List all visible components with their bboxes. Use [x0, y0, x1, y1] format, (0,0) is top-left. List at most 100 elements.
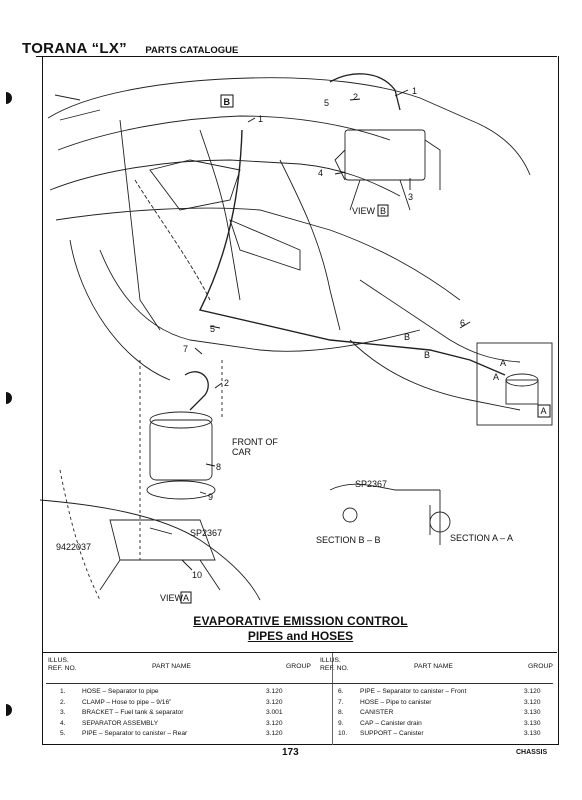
title-line-2: PIPES and HOSES — [247, 629, 354, 643]
marker-b-1: B — [404, 332, 410, 342]
part-ref-no: 3. — [60, 709, 66, 716]
col-header-illus: ILLUS. REF. NO. — [48, 657, 77, 672]
parts-table: ILLUS. REF. NO. PART NAME GROUP ILLUS. R… — [42, 652, 557, 745]
body-sill-line — [57, 115, 391, 151]
part-group: 3.130 — [524, 709, 541, 716]
body-rear-panel — [349, 339, 521, 411]
callout-3: 3 — [408, 192, 413, 202]
part-9422037: 9422037 — [56, 542, 91, 552]
separator-hose — [329, 73, 401, 111]
body-rear-floor — [359, 279, 521, 363]
part-name: CLAMP – Hose to pipe – 9/16” — [82, 698, 172, 706]
body-pillar — [119, 119, 161, 331]
part-name: CANISTER — [360, 709, 394, 716]
floor-panel-detail — [229, 219, 301, 271]
part-ref-no: 2. — [60, 698, 66, 706]
page-header: TORANA “LX” PARTS CATALOGUE — [22, 40, 238, 58]
col-header-group-right: GROUP — [528, 663, 553, 670]
part-ref-no: 5. — [60, 730, 66, 737]
callout-6: 6 — [460, 318, 465, 328]
col-header-part-name: PART NAME — [152, 663, 191, 670]
canister-body — [149, 419, 213, 481]
marker-a-1: A — [500, 358, 506, 368]
separator-assembly — [344, 129, 426, 181]
callout-5: 5 — [324, 98, 329, 108]
col-header-illus-right: ILLUS. REF. NO. — [320, 657, 349, 672]
separator-bracket — [334, 139, 441, 190]
part-group: 3.001 — [266, 709, 283, 716]
part-name: SEPARATOR ASSEMBLY — [82, 719, 159, 727]
part-group: 3.130 — [524, 719, 541, 727]
body-side-rail — [279, 159, 341, 331]
view-a-ref: A — [183, 593, 189, 603]
body-tunnel — [99, 249, 421, 352]
callout-5b: 5 — [210, 324, 215, 334]
body-floor-pan — [55, 207, 461, 301]
part-ref-no: 4. — [60, 719, 66, 727]
part-group: 3.120 — [266, 719, 283, 727]
part-group: 3.120 — [524, 698, 541, 706]
part-ref-no: 6. — [338, 688, 344, 695]
view-a-inset — [476, 342, 553, 426]
table-divider — [332, 653, 333, 745]
page-frame — [42, 56, 559, 745]
part-ref-no: 8. — [338, 709, 344, 716]
part-name: SUPPORT – Canister — [360, 730, 424, 737]
part-group: 3.120 — [524, 688, 541, 695]
view-b-box-label: B — [224, 97, 231, 107]
part-name: CAP – Canister drain — [360, 719, 422, 727]
col-header-group: GROUP — [286, 663, 311, 670]
leader-lines — [149, 89, 471, 571]
part-name: PIPE – Separator to canister – Front — [360, 688, 467, 695]
binder-mark — [6, 392, 12, 404]
page-number: 173 — [282, 747, 299, 758]
front-of-car-label-2: CAR — [232, 447, 252, 457]
marker-b-2: B — [424, 350, 430, 360]
section-bb-clip — [342, 507, 358, 523]
part-group: 3.120 — [266, 688, 283, 695]
section-aa-label: SECTION A – A — [450, 533, 513, 543]
callout-2: 2 — [353, 92, 358, 102]
callout-1: 1 — [258, 114, 263, 124]
section-bb-pipe — [329, 483, 440, 491]
view-b-ref: B — [380, 206, 386, 216]
callout-7: 7 — [183, 344, 188, 354]
canister-support — [109, 519, 216, 561]
body-center-rail — [199, 129, 241, 301]
marker-a-2: A — [493, 372, 499, 382]
body-roofline — [47, 77, 531, 176]
inset-canister — [505, 379, 539, 405]
section-name: CHASSIS — [516, 749, 548, 756]
part-name: HOSE – Pipe to canister — [360, 698, 432, 706]
pipe-dashed-run — [134, 179, 211, 301]
callout-10: 10 — [192, 570, 202, 580]
view-a-box-label: A — [541, 406, 547, 416]
callout-8: 8 — [216, 462, 221, 472]
body-floor-edge — [49, 159, 401, 197]
page-subtitle: PARTS CATALOGUE — [145, 45, 239, 56]
col-header-part-name-right: PART NAME — [414, 663, 453, 670]
binder-mark — [6, 704, 12, 716]
support-legs — [99, 559, 221, 591]
part-group: 3.120 — [266, 698, 283, 706]
part-ref-no: 7. — [338, 698, 344, 706]
view-b-text: VIEW — [352, 206, 376, 216]
body-detail — [54, 94, 101, 121]
sp2367-top: SP2367 — [355, 479, 387, 489]
canister-hose-loop — [184, 371, 209, 411]
front-of-car-label: FRONT OF — [232, 437, 278, 447]
body-wheelhouse — [69, 239, 171, 381]
page-title: TORANA “LX” — [22, 40, 127, 57]
part-name: HOSE – Separator to pipe — [82, 688, 159, 695]
callout-4: 4 — [318, 168, 323, 178]
view-a-text: VIEW — [160, 593, 184, 603]
title-line-1: EVAPORATIVE EMISSION CONTROL — [193, 614, 408, 628]
header-rule — [36, 56, 557, 57]
view-b-box — [220, 94, 234, 108]
callout-2b: 2 — [224, 378, 229, 388]
body-lower-dash — [59, 469, 101, 601]
part-group: 3.120 — [266, 730, 283, 737]
callout-9: 9 — [208, 492, 213, 502]
part-ref-no: 9. — [338, 719, 344, 727]
